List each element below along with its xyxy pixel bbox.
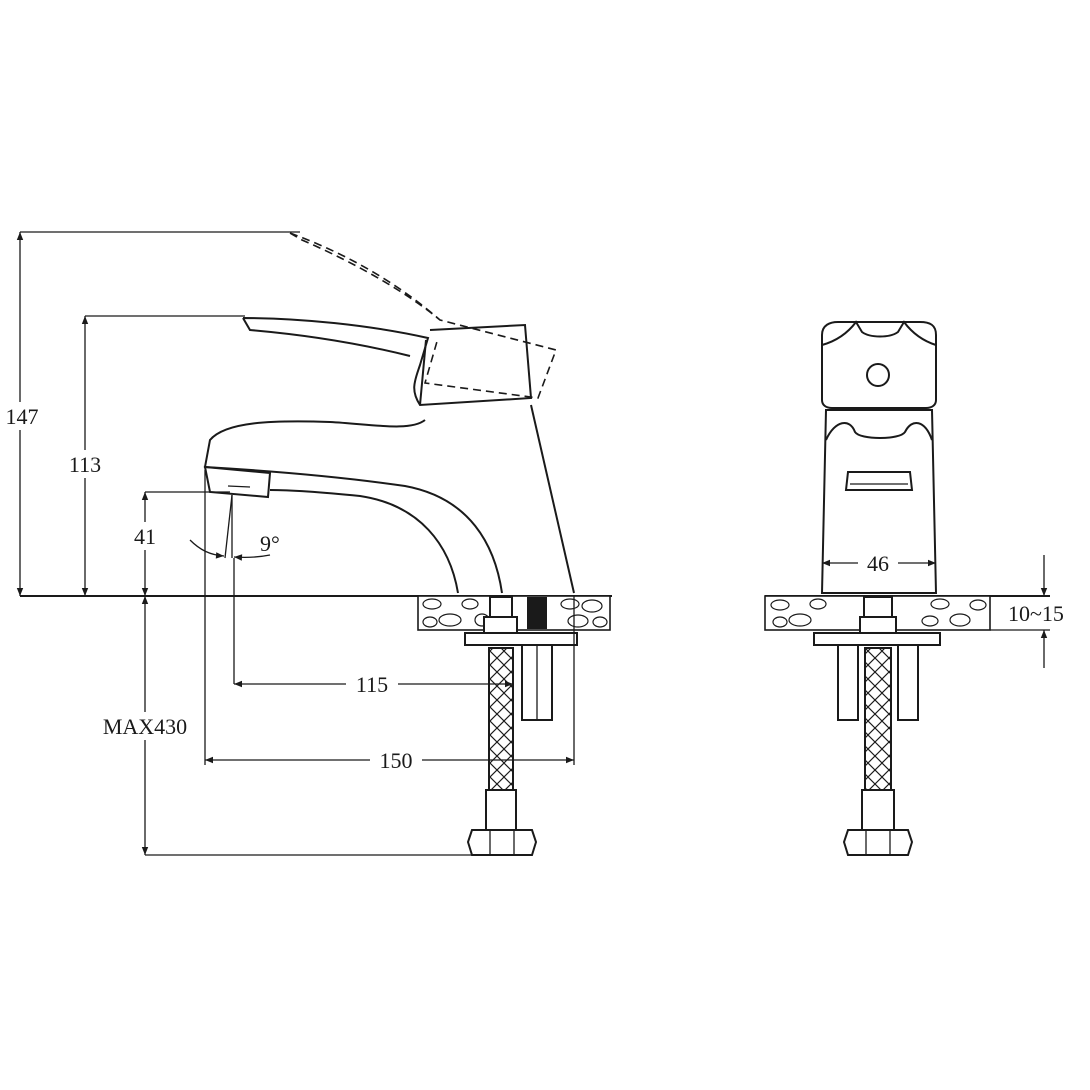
aerator xyxy=(203,465,272,499)
dimension-10-15: 10~15 xyxy=(990,555,1064,668)
dimension-150: 150 xyxy=(204,470,575,774)
dimension-115: 115 xyxy=(233,558,513,698)
dim-label-41: 41 xyxy=(134,524,156,549)
dim-label-147: 147 xyxy=(6,404,39,429)
dimension-113: 113 xyxy=(62,315,245,596)
hose-nut-side xyxy=(466,829,538,856)
indicator-button xyxy=(866,363,890,387)
mounting-hardware-side xyxy=(464,596,578,856)
lever-handle-raised xyxy=(289,232,558,399)
lever-handle xyxy=(242,317,533,407)
dimension-angle: 9° xyxy=(189,494,280,561)
side-view: 147 113 41 9° 115 xyxy=(0,231,612,856)
spout-opening-front xyxy=(844,471,914,491)
faucet-body-rear xyxy=(269,489,459,594)
dimension-41: 41 xyxy=(126,491,230,596)
front-view: 46 10~15 xyxy=(764,320,1064,856)
mounting-hardware-front xyxy=(813,596,941,856)
braided-hose-side xyxy=(488,647,514,794)
dimension-147: 147 xyxy=(0,231,300,596)
dimension-46: 46 xyxy=(822,550,936,576)
dim-label-46: 46 xyxy=(867,551,889,576)
dim-label-10-15: 10~15 xyxy=(1008,601,1064,626)
hose-nut-front xyxy=(842,829,914,856)
dim-label-9deg: 9° xyxy=(260,531,280,556)
faucet-body-front xyxy=(820,409,938,594)
dim-label-113: 113 xyxy=(69,452,101,477)
dim-label-150: 150 xyxy=(380,748,413,773)
handle-cap-front xyxy=(821,321,937,409)
faucet-body-outline xyxy=(203,419,503,594)
dim-label-max430: MAX430 xyxy=(103,714,187,739)
braided-hose-front xyxy=(864,647,892,794)
dimension-max430: MAX430 xyxy=(100,596,472,856)
dim-label-115: 115 xyxy=(356,672,388,697)
